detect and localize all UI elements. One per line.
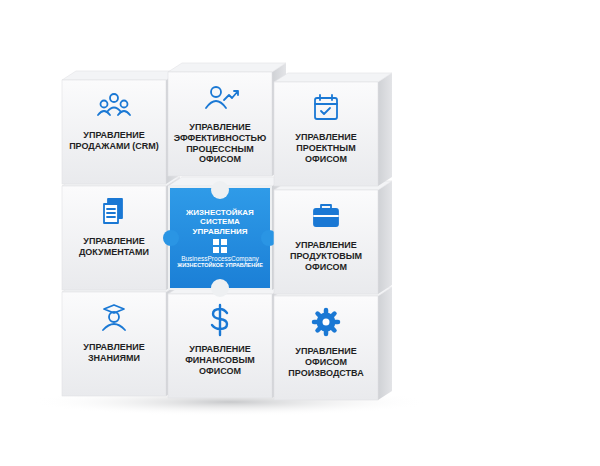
cube bbox=[168, 285, 286, 398]
cube-front bbox=[274, 190, 378, 294]
module-label: УПРАВЛЕНИЕ ПРОДАЖАМИ (CRM) bbox=[62, 130, 166, 152]
core-title: ЖИЗНЕСТОЙКАЯ СИСТЕМА УПРАВЛЕНИЯ bbox=[174, 208, 266, 236]
company-logo bbox=[213, 239, 227, 253]
module-cube: УПРАВЛЕНИЕ ПРОДУКТОВЫМ ОФИСОМ bbox=[274, 190, 378, 294]
growth-person-icon bbox=[206, 87, 238, 108]
cube bbox=[274, 73, 392, 186]
gear-icon bbox=[314, 310, 338, 334]
module-label: УПРАВЛЕНИЕ ЗНАНИЯМИ bbox=[62, 342, 166, 364]
cube-side bbox=[378, 181, 392, 294]
cube bbox=[274, 287, 392, 400]
cube bbox=[62, 283, 180, 396]
puzzle-notch bbox=[211, 279, 229, 297]
cube-front bbox=[274, 296, 378, 400]
module-label: УПРАВЛЕНИЕ ОФИСОМ ПРОИЗВОДСТВА bbox=[274, 346, 378, 378]
module-cube: УПРАВЛЕНИЕ ЗНАНИЯМИ bbox=[62, 292, 166, 396]
cube-front bbox=[62, 292, 166, 396]
cube bbox=[62, 71, 180, 184]
company-slogan: ЖИЗНЕСТОЙКОЕ УПРАВЛЕНИЕ bbox=[177, 262, 263, 268]
module-label: УПРАВЛЕНИЕ ПРОДУКТОВЫМ ОФИСОМ bbox=[274, 240, 378, 272]
calendar-icon bbox=[315, 95, 337, 119]
cube bbox=[62, 177, 180, 290]
cube-front bbox=[274, 82, 378, 186]
dollar-icon bbox=[212, 305, 227, 335]
module-cube: УПРАВЛЕНИЕ ОФИСОМ ПРОИЗВОДСТВА bbox=[274, 296, 378, 400]
cube-front bbox=[62, 80, 166, 184]
cube-top bbox=[168, 63, 286, 72]
module-cube: УПРАВЛЕНИЕ ПРОЕКТНЫМ ОФИСОМ bbox=[274, 82, 378, 186]
briefcase-icon bbox=[314, 205, 338, 226]
cube-front bbox=[168, 294, 272, 398]
graduate-icon bbox=[103, 305, 125, 330]
company-name: BusinessProcessCompany bbox=[181, 255, 259, 262]
puzzle-notch bbox=[211, 181, 229, 199]
module-cube: УПРАВЛЕНИЕ ФИНАНСОВЫМ ОФИСОМ bbox=[168, 294, 272, 398]
documents-icon bbox=[104, 199, 122, 223]
cube bbox=[274, 181, 392, 294]
cube-side bbox=[378, 73, 392, 186]
module-label: УПРАВЛЕНИЕ ПРОЕКТНЫМ ОФИСОМ bbox=[274, 132, 378, 164]
module-cube: УПРАВЛЕНИЕ ПРОДАЖАМИ (CRM) bbox=[62, 80, 166, 184]
module-label: УПРАВЛЕНИЕ ЭФФЕКТИВНОСТЬЮ ПРОЦЕССНЫМ ОФИ… bbox=[168, 122, 272, 165]
cube-front bbox=[168, 186, 272, 290]
cube bbox=[168, 63, 286, 176]
module-label: УПРАВЛЕНИЕ ДОКУМЕНТАМИ bbox=[62, 236, 166, 258]
puzzle-tab bbox=[163, 230, 179, 246]
module-cube: УПРАВЛЕНИЕ ЭФФЕКТИВНОСТЬЮ ПРОЦЕССНЫМ ОФИ… bbox=[168, 72, 272, 176]
module-cube: УПРАВЛЕНИЕ ДОКУМЕНТАМИ bbox=[62, 186, 166, 290]
cube-top bbox=[62, 71, 180, 80]
cube-top bbox=[274, 73, 392, 82]
puzzle-piece bbox=[170, 188, 270, 288]
core-puzzle-box: ЖИЗНЕСТОЙКАЯ СИСТЕМА УПРАВЛЕНИЯ BusinessP… bbox=[168, 186, 272, 290]
cube bbox=[163, 177, 286, 297]
cube-front bbox=[168, 72, 272, 176]
cube-side bbox=[378, 287, 392, 400]
module-label: УПРАВЛЕНИЕ ФИНАНСОВЫМ ОФИСОМ bbox=[168, 344, 272, 376]
people-icon bbox=[98, 94, 130, 115]
cube-front bbox=[62, 186, 166, 290]
